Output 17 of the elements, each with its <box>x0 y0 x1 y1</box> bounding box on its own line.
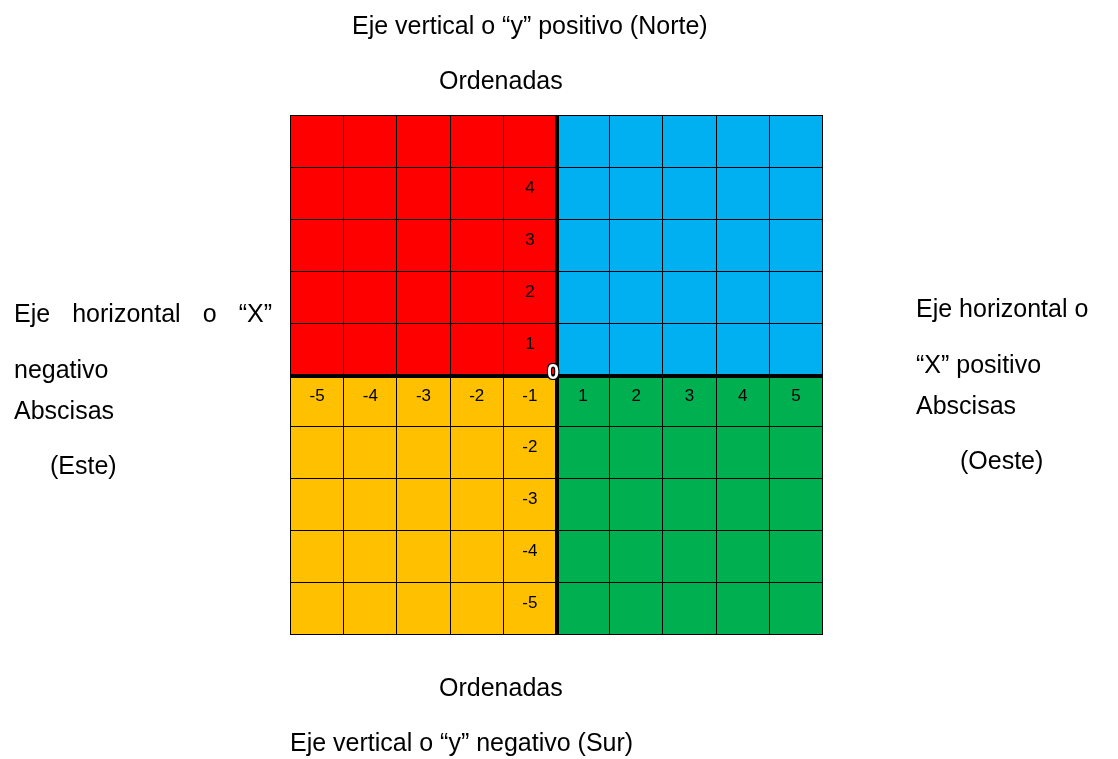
grid-cell: 2 <box>502 270 557 324</box>
axis-caption: Eje horizontal o “X” positivo <box>916 293 1090 380</box>
grid-cell: -4 <box>502 530 557 584</box>
axis-caption: Abscisas <box>916 390 1017 420</box>
axis-caption: Eje horizontal o “X” negativo <box>14 298 272 385</box>
grid-cell: -3 <box>502 478 557 532</box>
axis-caption: (Oeste) <box>960 445 1044 475</box>
grid-cell: -5 <box>502 582 557 635</box>
axis-caption: Abscisas <box>14 395 115 425</box>
axis-caption: Ordenadas <box>439 65 563 95</box>
axis-caption: Eje vertical o “y” negativo (Sur) <box>290 727 634 757</box>
axis-caption: Ordenadas <box>439 672 563 702</box>
axis-caption: (Este) <box>50 450 117 480</box>
grid-cell: -2 <box>502 426 557 480</box>
grid-cell: 4 <box>502 166 557 220</box>
grid-cell: 3 <box>502 218 557 272</box>
axis-caption: Eje vertical o “y” positivo (Norte) <box>352 10 708 40</box>
